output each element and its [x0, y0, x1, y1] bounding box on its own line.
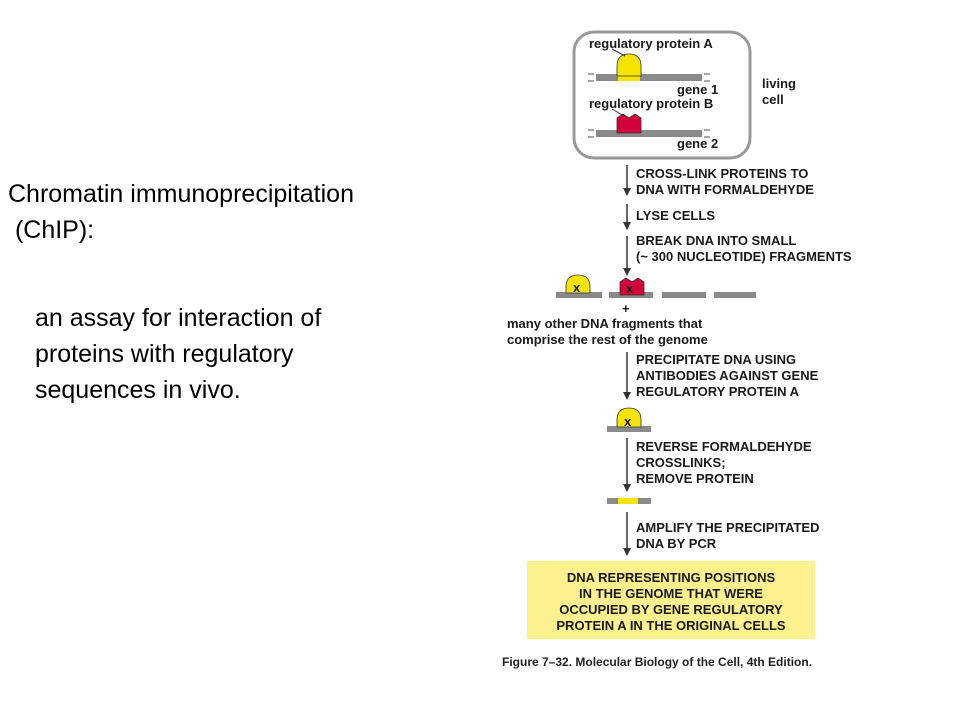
step-6-line-1: AMPLIFY THE PRECIPITATED	[636, 520, 819, 535]
step-3-line-2: (~ 300 NUCLEOTIDE) FRAGMENTS	[636, 249, 852, 264]
step-4-line-3: REGULATORY PROTEIN A	[636, 384, 800, 399]
protein-a-shape	[616, 53, 642, 77]
figure-caption: Figure 7–32. Molecular Biology of the Ce…	[502, 655, 812, 669]
protein-b-shape	[616, 113, 642, 134]
gene-1-binding-site	[618, 74, 640, 81]
fragments-note-line-2: comprise the rest of the genome	[507, 332, 708, 347]
precipitated-protein	[616, 407, 642, 428]
slide-title: Chromatin immunoprecipitation (ChIP):	[8, 176, 354, 248]
step-3-line-1: BREAK DNA INTO SMALL	[636, 233, 796, 248]
step-4-line-2: ANTIBODIES AGAINST GENE	[636, 368, 819, 383]
precipitated-fragment	[607, 426, 651, 432]
result-line-3: OCCUPIED BY GENE REGULATORY	[559, 602, 783, 617]
gene-1-dna	[596, 74, 702, 81]
fragment-c	[662, 292, 706, 298]
step-2-line-1: LYSE CELLS	[636, 208, 715, 223]
step-4-line-1: PRECIPITATE DNA USING	[636, 352, 796, 367]
step-5-line-2: CROSSLINKS;	[636, 455, 726, 470]
result-line-1: DNA REPRESENTING POSITIONS	[567, 570, 776, 585]
fragment-a	[556, 292, 602, 298]
gene-2-label: gene 2	[677, 136, 718, 151]
released-binding-site	[618, 498, 638, 504]
step-1-line-2: DNA WITH FORMALDEHYDE	[636, 182, 814, 197]
protein-a-label: regulatory protein A	[589, 36, 713, 51]
plus-sign: +	[622, 301, 630, 316]
fragment-a-protein	[565, 274, 591, 294]
gene-2-dna	[596, 130, 702, 137]
protein-a-pointer	[611, 48, 626, 57]
step-5-line-3: REMOVE PROTEIN	[636, 471, 754, 486]
fragment-d	[714, 292, 756, 298]
result-line-4: PROTEIN A IN THE ORIGINAL CELLS	[556, 618, 786, 633]
slide-body-line-3: sequences in vivo.	[35, 376, 241, 404]
fragment-b-protein	[619, 277, 645, 296]
result-line-2: IN THE GENOME THAT WERE	[579, 586, 763, 601]
precipitated-crosslink: x	[624, 414, 632, 429]
step-6-line-2: DNA BY PCR	[636, 536, 717, 551]
fragment-b-crosslink: x	[626, 281, 634, 296]
gene-1-label: gene 1	[677, 82, 718, 97]
slide-title-line-2: (ChIP):	[8, 216, 95, 244]
slide-title-line-1: Chromatin immunoprecipitation	[8, 180, 354, 208]
fragments-note-line-1: many other DNA fragments that	[507, 316, 703, 331]
slide-body-line-2: proteins with regulatory	[35, 340, 294, 368]
slide-body-line-1: an assay for interaction of	[35, 304, 322, 332]
fragment-a-crosslink: x	[573, 280, 581, 295]
slide-body-text: an assay for interaction of proteins wit…	[35, 300, 321, 408]
step-1-line-1: CROSS-LINK PROTEINS TO	[636, 166, 808, 181]
step-5-line-1: REVERSE FORMALDEHYDE	[636, 439, 812, 454]
protein-b-pointer	[611, 108, 625, 117]
cell-label: cell	[762, 92, 784, 107]
protein-b-label: regulatory protein B	[589, 96, 713, 111]
living-label: living	[762, 76, 796, 91]
result-box	[527, 561, 815, 639]
